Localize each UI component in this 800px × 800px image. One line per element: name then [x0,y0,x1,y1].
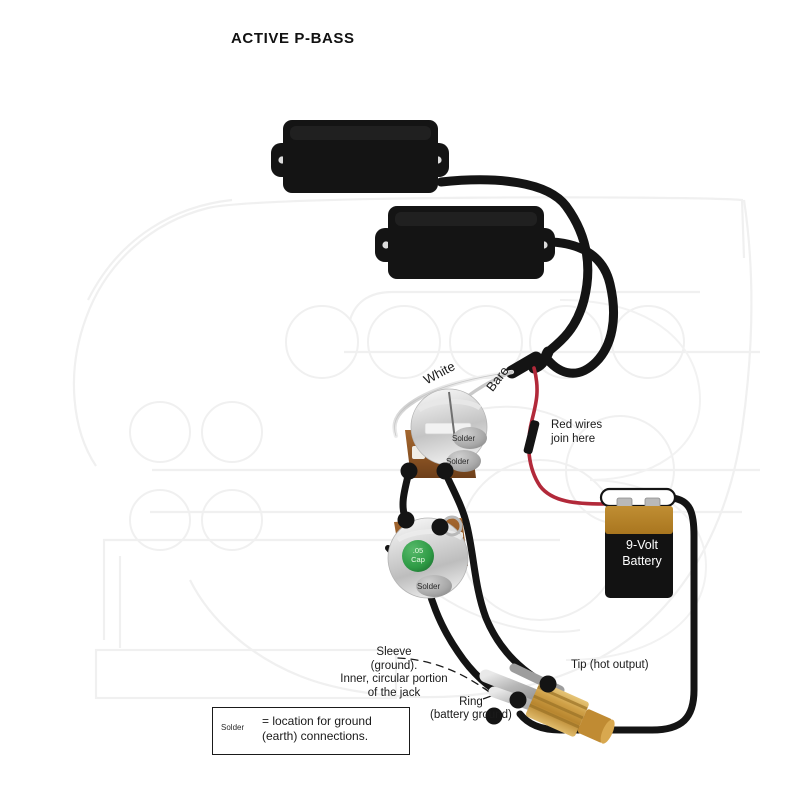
capacitor-line-2: Cap [411,554,425,564]
legend-text-line-1: = location for ground [262,714,372,728]
solder-label-volume-2: Solder [446,457,470,466]
pickup-cable-bridge [543,237,619,378]
cable-breakout-boot [505,351,543,379]
solder-label-volume-1: Solder [452,434,476,443]
tone-potentiometer[interactable] [387,511,469,599]
jack-ring-line-2: (battery ground) [430,709,512,721]
capacitor-line-1: .05 [412,546,424,555]
pickup-cable-neck [436,175,593,357]
jack-sleeve-line-4: of the jack [367,686,421,699]
capacitor-label: .05 Cap [406,546,430,564]
9-volt-battery[interactable] [599,487,677,598]
jack-sleeve-line-3: Inner, circular portion [340,673,448,685]
jack-ring-terminal [509,691,527,709]
stereo-output-jack[interactable] [479,663,620,751]
red-join-line-1: Red wires [551,419,603,431]
legend-box [212,707,410,755]
solder-blob-tone [416,575,452,597]
jack-tip-label: Tip (hot output) [571,659,649,671]
jack-sleeve-terminal [485,707,503,725]
red-wires-join-label: Red wires join here [551,418,602,446]
bass-pickup-bridge[interactable] [375,206,555,279]
tone-capacitor [402,540,434,572]
legend-text: = location for ground (earth) connection… [262,714,372,744]
volume-potentiometer[interactable] [400,388,488,480]
solder-blob-volume-2 [447,450,481,472]
solder-blob-volume-1 [453,427,487,449]
battery-label: 9-Volt Battery [606,537,678,569]
jack-sleeve-line-2: (ground). [370,659,418,672]
wire-battery-ground [516,494,698,734]
wire-volume-to-jack-tip [441,468,550,688]
ghost-swash [559,299,708,661]
jack-ring-line-1: Ring [459,696,483,708]
wire-white-outline [394,371,513,437]
bass-pickup-neck[interactable] [271,120,449,193]
battery-label-line-2: Battery [622,554,662,568]
page-title: ACTIVE P-BASS [231,30,355,47]
jack-ring-label: Ring (battery ground) [430,696,512,722]
heat-shrink-splice [523,420,540,455]
legend-text-line-2: (earth) connections. [262,729,369,743]
jack-sleeve-label: Sleeve (ground). Inner, circular portion… [333,646,455,700]
red-join-line-2: join here [551,433,596,445]
solder-label-tone: Solder [417,582,441,591]
legend-solder-label: Solder [221,723,245,732]
battery-label-line-1: 9-Volt [626,538,658,552]
jack-sleeve-line-1: Sleeve [376,646,412,658]
wire-red-to-battery [526,366,606,506]
jack-tip-terminal [539,675,557,693]
